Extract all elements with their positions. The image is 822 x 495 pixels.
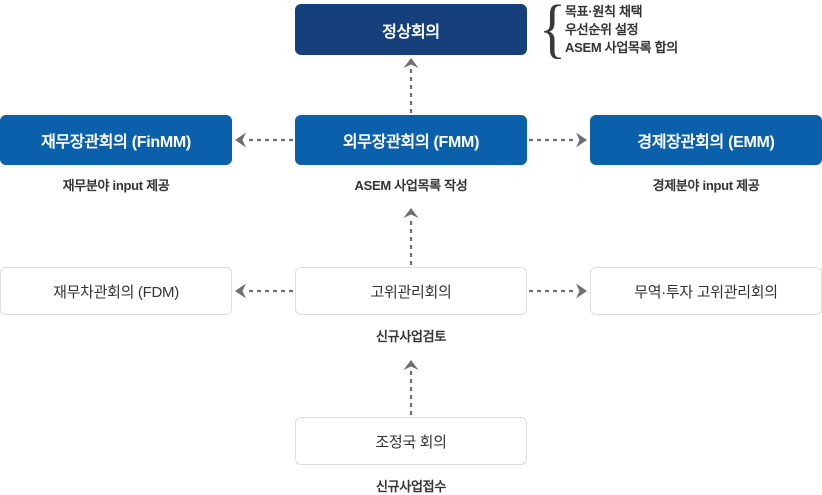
summit-annotation-lines: 목표·원칙 채택 우선순위 설정 ASEM 사업목록 합의 [563, 3, 678, 56]
caption-fmm: ASEM 사업목록 작성 [354, 178, 468, 193]
connector-som-to-fdm-arrow-left-icon [232, 277, 295, 305]
box-fdm-label: 재무차관회의 (FDM) [53, 283, 179, 301]
box-foreign-ministers-meeting: 외무장관회의 (FMM) [295, 115, 527, 165]
box-summit: 정상회의 [295, 4, 527, 55]
connector-som-to-trade-investment-som-arrow-right-icon [527, 277, 590, 305]
box-coordinators-label: 조정국 회의 [375, 433, 447, 451]
caption-som: 신규사업검토 [376, 329, 446, 344]
box-som-label: 고위관리회의 [370, 283, 452, 301]
box-finance-ministers-meeting: 재무장관회의 (FinMM) [0, 115, 232, 165]
curly-brace-icon: { [538, 0, 566, 65]
box-trade-investment-senior-officials-meeting: 무역·투자 고위관리회의 [590, 267, 822, 315]
box-finmm-label: 재무장관회의 (FinMM) [41, 134, 191, 151]
annotation-line: 목표·원칙 채택 [565, 3, 643, 19]
connector-fmm-to-emm-arrow-right-icon [527, 126, 590, 154]
connector-fmm-to-summit-arrow-up-icon [396, 55, 426, 115]
box-finance-deputies-meeting: 재무차관회의 (FDM) [0, 267, 232, 315]
caption-finmm: 재무분야 input 제공 [62, 178, 170, 193]
box-emm-label: 경제장관회의 (EMM) [637, 134, 775, 151]
box-economic-ministers-meeting: 경제장관회의 (EMM) [590, 115, 822, 165]
box-fmm-label: 외무장관회의 (FMM) [342, 134, 480, 151]
caption-emm: 경제분야 input 제공 [652, 178, 760, 193]
connector-som-to-fmm-arrow-up-icon [396, 205, 426, 267]
box-coordinators-meeting: 조정국 회의 [295, 417, 527, 465]
annotation-line: ASEM 사업목록 합의 [565, 39, 678, 55]
caption-coordinators: 신규사업접수 [376, 479, 446, 494]
annotation-line: 우선순위 설정 [565, 21, 639, 37]
box-senior-officials-meeting: 고위관리회의 [295, 267, 527, 315]
summit-annotation-group: { 목표·원칙 채택 우선순위 설정 ASEM 사업목록 합의 [537, 0, 787, 65]
box-summit-label: 정상회의 [382, 23, 440, 41]
connector-coordinators-to-som-arrow-up-icon [396, 357, 426, 417]
box-ti-som-label: 무역·투자 고위관리회의 [634, 283, 778, 301]
connector-fmm-to-finmm-arrow-left-icon [232, 126, 295, 154]
